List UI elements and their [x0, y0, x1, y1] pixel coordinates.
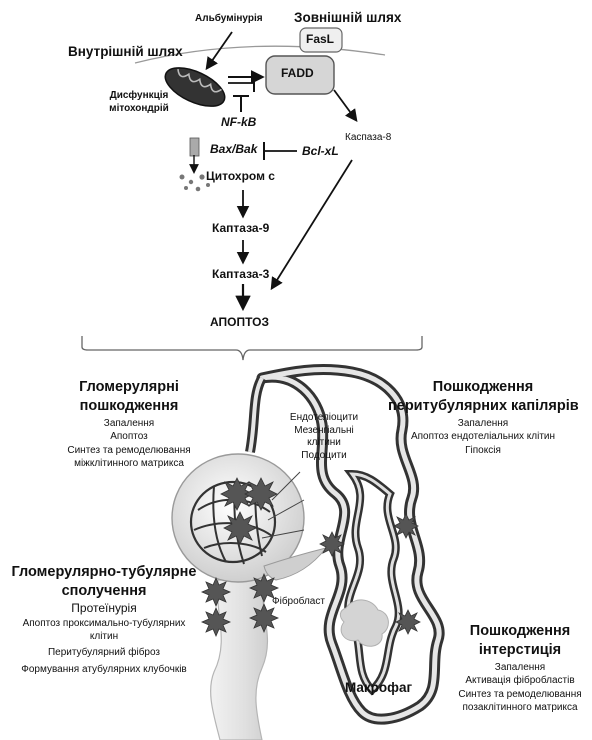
cells-block: Ендотеліоцити Мезенгіальні клітини Подоц…	[282, 412, 366, 462]
fadd-label: FADD	[281, 67, 314, 81]
gt-junction-item-4: Перитубулярний фіброз	[8, 646, 200, 659]
proximal-tubule	[211, 580, 268, 740]
interstitium-item-4: позаклітинного матрикса	[450, 701, 590, 714]
fasl-label: FasL	[306, 33, 334, 47]
interstitium-item-3: Синтез та ремоделювання	[450, 688, 590, 701]
caspase9-label: Каптаза-9	[212, 222, 269, 236]
bax-bak-channel	[190, 138, 199, 156]
peritubular-item-1: Запалення	[388, 417, 578, 430]
interstitium-item-1: Запалення	[450, 661, 590, 674]
glomerular-item-2: Апоптоз	[44, 430, 214, 443]
apoptosis-label: АПОПТОЗ	[210, 316, 269, 330]
mito-dysfunction-line-2: мітохондрій	[104, 103, 174, 116]
interstitium-title-2: інтерстиція	[450, 641, 590, 660]
glomerular-title-2: пошкодження	[44, 397, 214, 416]
macrophage-shape	[340, 600, 388, 646]
glomerular-item-1: Запалення	[44, 417, 214, 430]
mito-dysfunction-line-1: Дисфункція	[104, 90, 174, 103]
macrophage-label: Макрофаг	[345, 680, 412, 696]
fibroblast-label: Фібробласт	[272, 596, 325, 608]
albuminuria-label: Альбумінурія	[195, 13, 263, 25]
peritubular-block: Пошкодження перитубулярних капілярів Зап…	[388, 378, 578, 457]
peritubular-title-1: Пошкодження	[388, 378, 578, 397]
casp8-casp3-arrow	[272, 160, 352, 288]
gt-junction-title-1: Гломерулярно-тубулярне	[8, 563, 200, 582]
external-path-label: Зовнішній шлях	[294, 10, 401, 26]
bax-bak-label: Bax/Bak	[210, 143, 257, 157]
glomerular-item-4: міжклітинного матрикса	[44, 457, 214, 470]
inner-capillary	[348, 474, 398, 690]
glomerular-block: Гломерулярні пошкодження Запалення Апопт…	[44, 378, 214, 470]
interstitium-block: Пошкодження інтерстиція Запалення Актива…	[450, 622, 590, 714]
mito-dysfunction-label: Дисфункція мітохондрій	[104, 90, 174, 115]
gt-junction-item-1: Протеїнурія	[8, 601, 200, 617]
internal-path-label: Внутрішній шлях	[68, 44, 183, 60]
glomerular-item-3: Синтез та ремоделювання	[44, 444, 214, 457]
nfkb-label: NF-kB	[221, 116, 256, 130]
peritubular-item-2: Апоптоз ендотеліальних клітин	[388, 430, 578, 443]
caspase8-label: Каспаза-8	[345, 132, 391, 144]
cells-mesangial-1: Мезенгіальні	[282, 425, 366, 438]
fadd-casp8-arrow	[334, 90, 356, 120]
glomerular-title-1: Гломерулярні	[44, 378, 214, 397]
caspase3-label: Каптаза-3	[212, 268, 269, 282]
bcl-xl-label: Bcl-xL	[302, 145, 339, 159]
interstitium-title-1: Пошкодження	[450, 622, 590, 641]
gt-junction-item-3: клітин	[8, 630, 200, 643]
brace	[82, 336, 422, 360]
gt-junction-item-5: Формування атубулярних клубочків	[8, 663, 200, 676]
cells-endothelial: Ендотеліоцити	[282, 412, 366, 425]
peritubular-item-3: Гіпоксія	[388, 444, 578, 457]
gt-junction-item-2: Апоптоз проксимально-тубулярних	[8, 617, 200, 630]
cells-podocytes: Подоцити	[282, 450, 366, 463]
peritubular-title-2: перитубулярних капілярів	[388, 397, 578, 416]
gt-junction-block: Гломерулярно-тубулярне сполучення Протеї…	[8, 563, 200, 676]
cytochrome-label: Цитохром с	[206, 170, 275, 184]
interstitium-item-2: Активація фібробластів	[450, 674, 590, 687]
gt-junction-title-2: сполучення	[8, 582, 200, 601]
cells-mesangial-2: клітини	[282, 437, 366, 450]
